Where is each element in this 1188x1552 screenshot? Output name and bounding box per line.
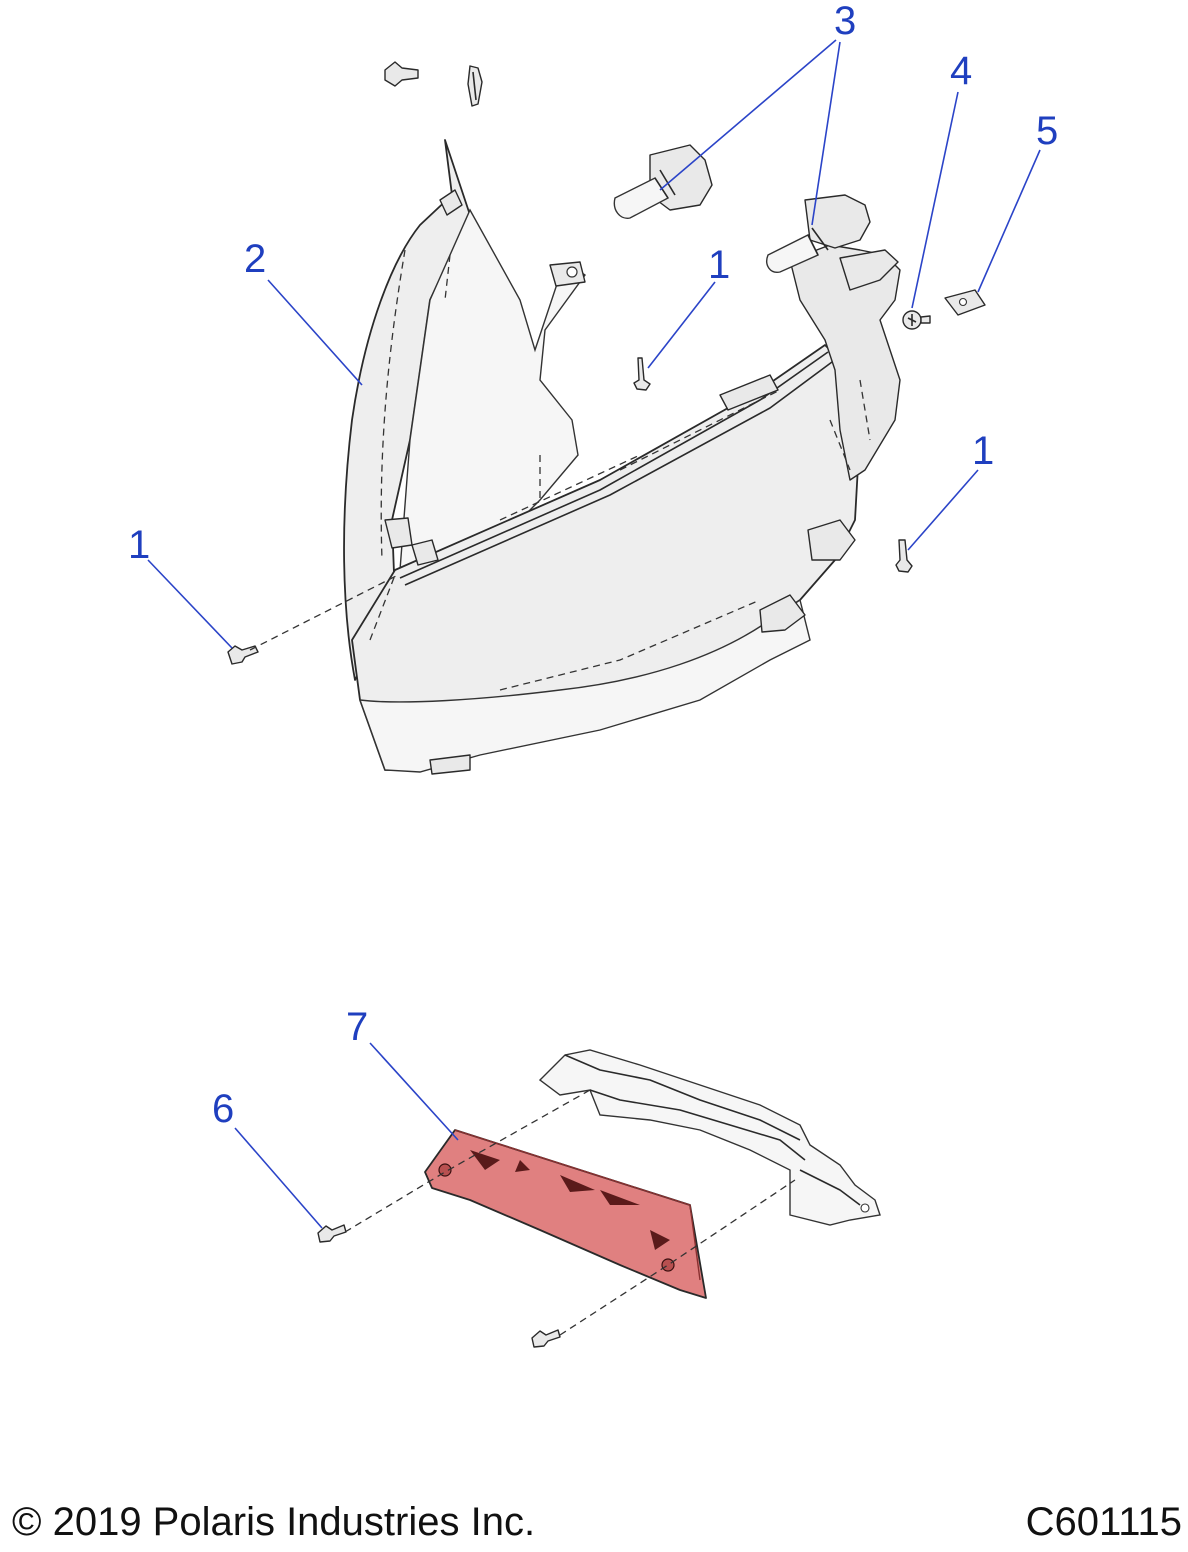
leader-1-left xyxy=(147,559,233,649)
headlight-bulb-upper xyxy=(613,144,713,219)
tail-light-lens xyxy=(424,1129,707,1299)
copyright-notice: © 2019 Polaris Industries Inc. xyxy=(12,1500,536,1544)
tail-light xyxy=(424,1129,707,1299)
callout-6: 6 xyxy=(212,1087,234,1131)
wire-clip xyxy=(467,65,483,107)
callout-7: 7 xyxy=(346,1005,368,1049)
callout-1-right: 1 xyxy=(972,429,994,473)
callout-2: 2 xyxy=(244,237,266,281)
callout-4: 4 xyxy=(950,49,972,93)
leader-1-right xyxy=(907,469,979,551)
screw-middle xyxy=(633,357,651,391)
figure-code: C601115 xyxy=(1025,1500,1182,1544)
tail-light-screw-lower xyxy=(531,1329,561,1348)
assembly-line-tail-lower xyxy=(559,1179,796,1336)
screw-left xyxy=(227,645,259,665)
headlight-housing xyxy=(343,139,901,775)
leader-5 xyxy=(977,149,1041,293)
screw-right xyxy=(895,539,913,573)
leader-4 xyxy=(911,91,959,309)
callout-1-left: 1 xyxy=(128,523,150,567)
tail-light-bracket xyxy=(538,1049,881,1226)
leader-3b xyxy=(811,41,841,226)
leader-7 xyxy=(369,1042,459,1141)
headlight-bulb-lower xyxy=(766,194,871,273)
speed-nut xyxy=(944,289,986,316)
leader-3a xyxy=(659,39,837,191)
assembly-line-screw-left xyxy=(249,574,399,651)
callout-1-middle: 1 xyxy=(708,243,730,287)
callout-5: 5 xyxy=(1036,109,1058,153)
assembly-line-tail-upper xyxy=(344,1089,591,1233)
push-rivet xyxy=(384,61,419,87)
nut xyxy=(902,310,931,330)
callout-3: 3 xyxy=(834,0,856,43)
leader-1-middle xyxy=(647,281,716,369)
leader-2 xyxy=(267,279,363,386)
leader-6 xyxy=(234,1127,323,1229)
